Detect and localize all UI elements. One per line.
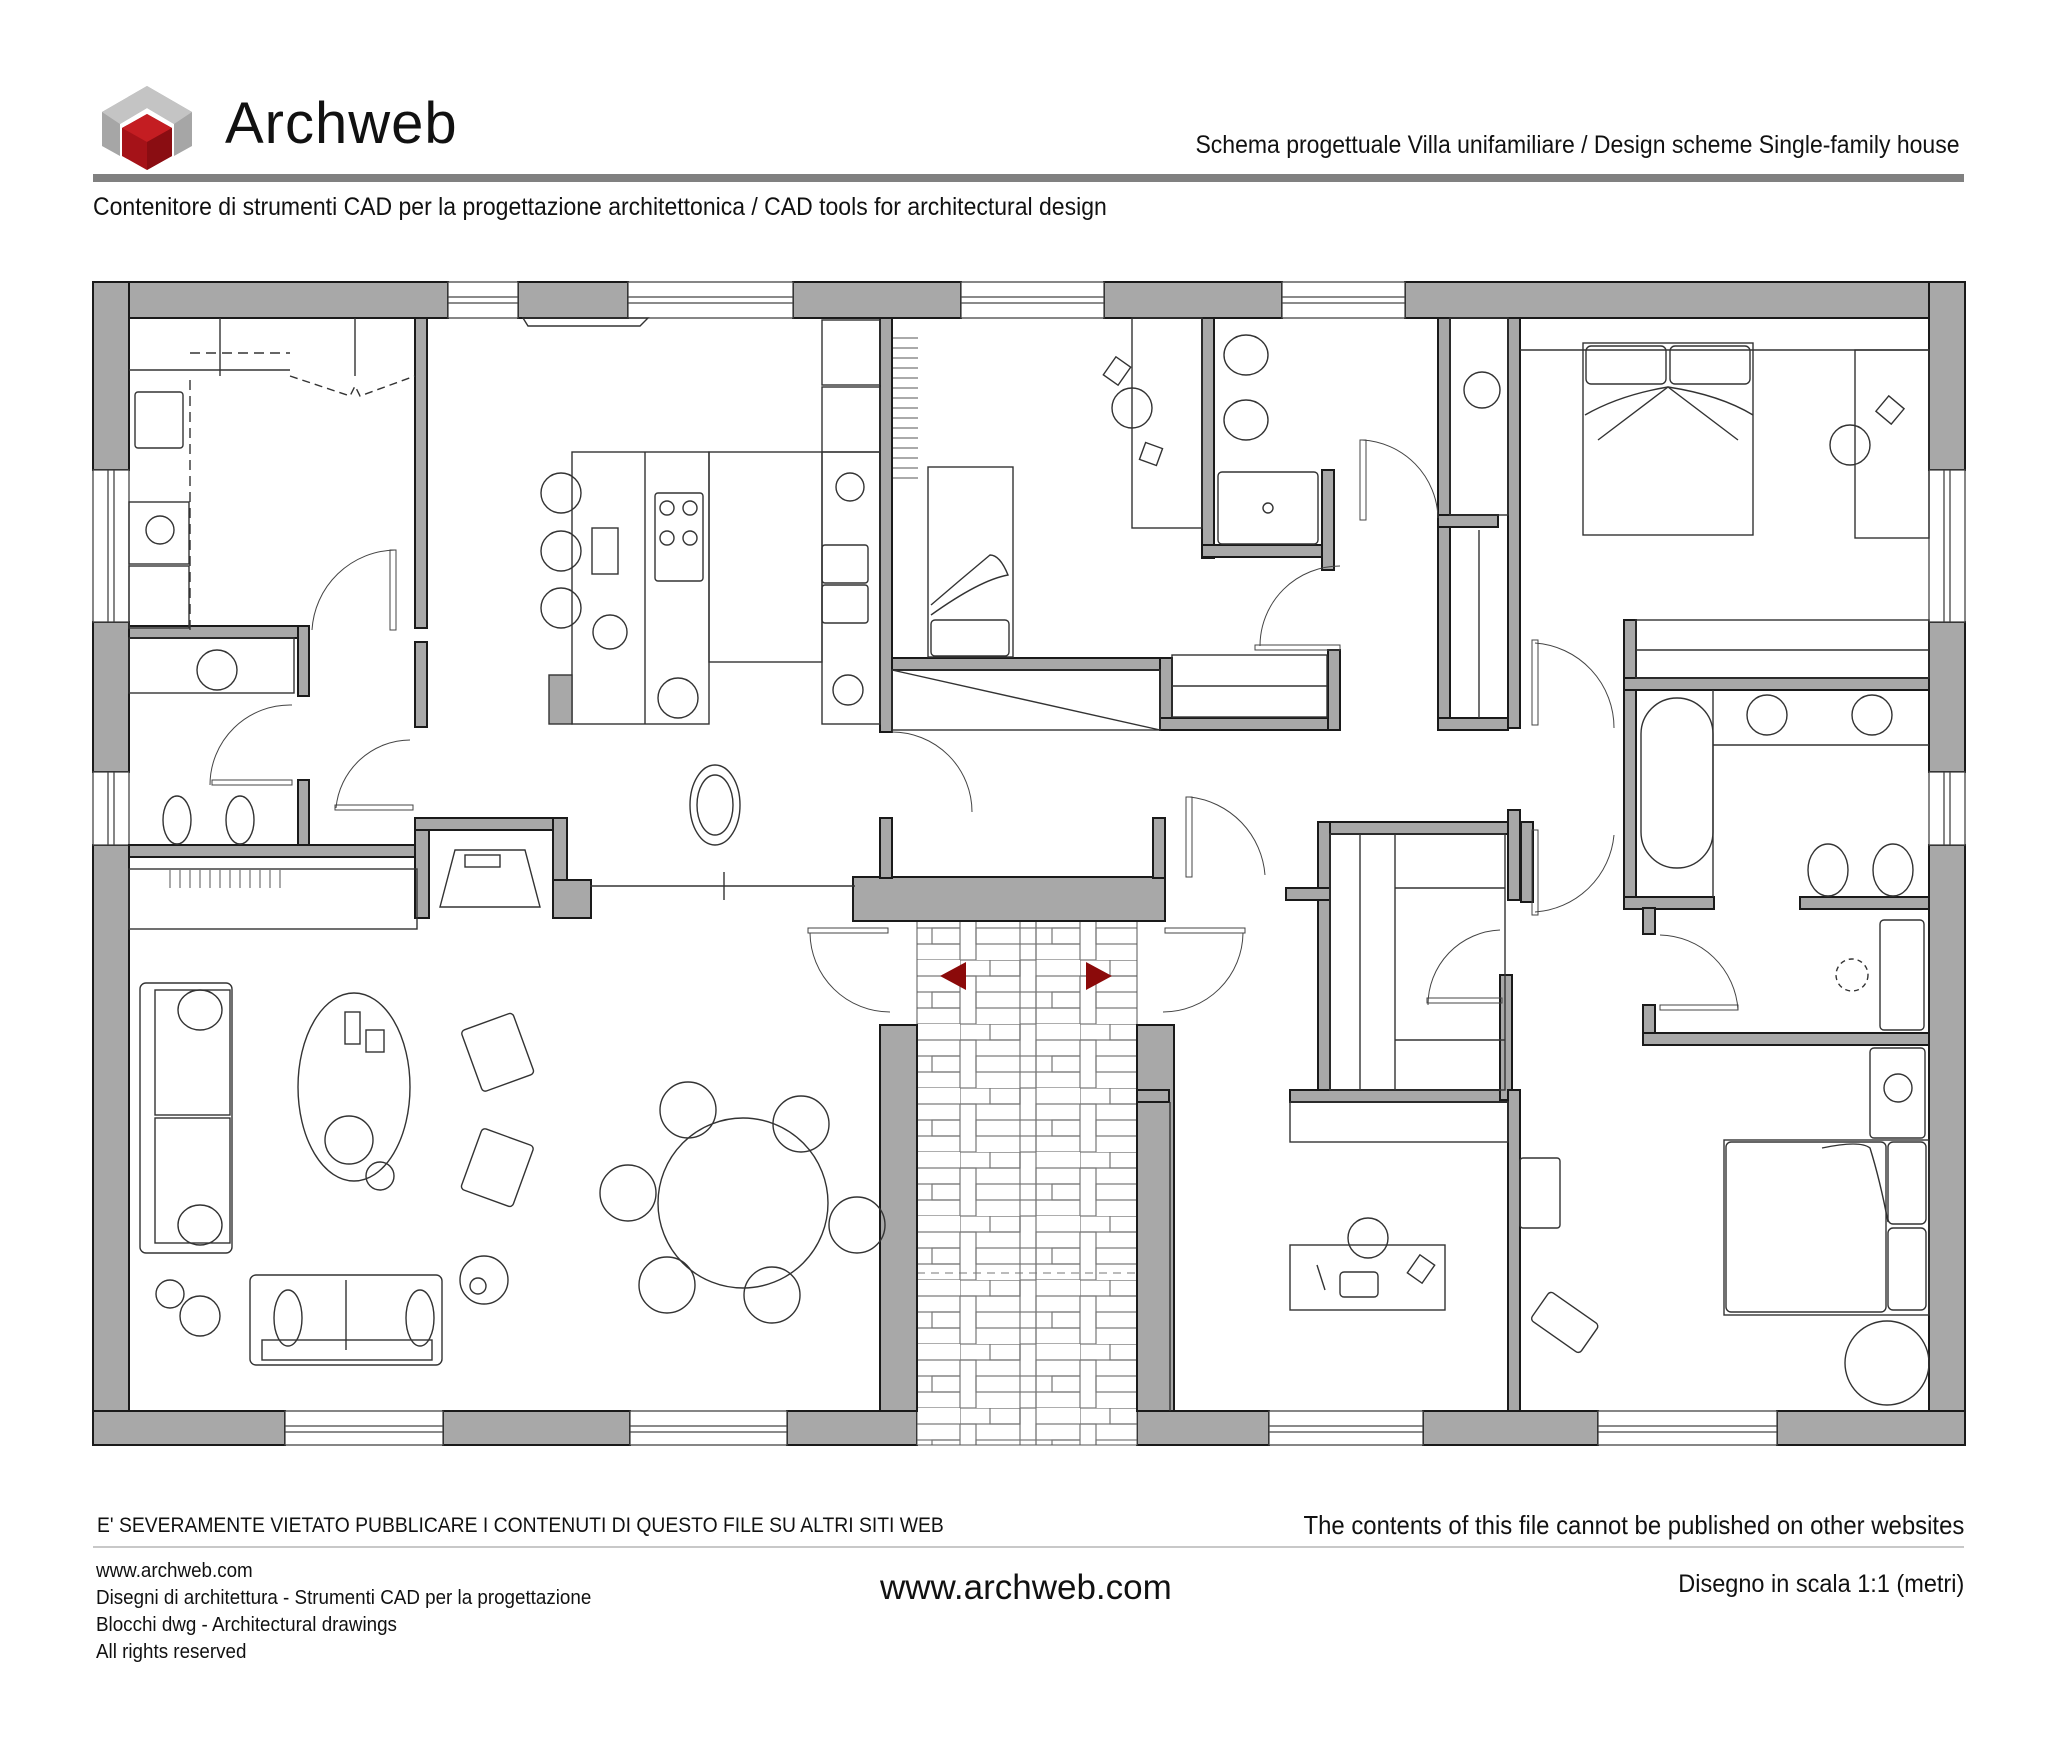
footer-line: www.archweb.com xyxy=(96,1560,253,1582)
entrance-arrow-left-icon xyxy=(940,962,966,990)
header-rule xyxy=(93,174,1964,182)
exterior-walls xyxy=(92,281,1966,1446)
drawing-scale: Disegno in scala 1:1 (metri) xyxy=(1677,1570,1964,1598)
copyright-warning-english: The contents of this file cannot be publ… xyxy=(1303,1510,1964,1540)
drawing-title: Schema progettuale Villa unifamiliare / … xyxy=(1195,131,1960,159)
footer-line: All rights reserved xyxy=(96,1641,247,1663)
entrance-paving xyxy=(916,917,1138,1446)
furniture xyxy=(128,317,1930,1411)
archweb-cube-logo-icon xyxy=(102,86,192,170)
footer-rule xyxy=(93,1546,1964,1548)
windows xyxy=(92,281,1966,1446)
entrance-arrow-right-icon xyxy=(1086,962,1112,990)
door-swings xyxy=(209,439,1739,1013)
footer-line: Disegni di architettura - Strumenti CAD … xyxy=(96,1587,592,1609)
footer-url: www.archweb.com xyxy=(880,1568,1172,1607)
subtitle: Contenitore di strumenti CAD per la prog… xyxy=(93,193,1107,221)
footer-credits: www.archweb.com Disegni di architettura … xyxy=(96,1558,591,1666)
brand-name: Archweb xyxy=(225,91,458,156)
footer-line: Blocchi dwg - Architectural drawings xyxy=(96,1614,397,1636)
copyright-warning-italian: E' SEVERAMENTE VIETATO PUBBLICARE I CONT… xyxy=(97,1514,944,1537)
